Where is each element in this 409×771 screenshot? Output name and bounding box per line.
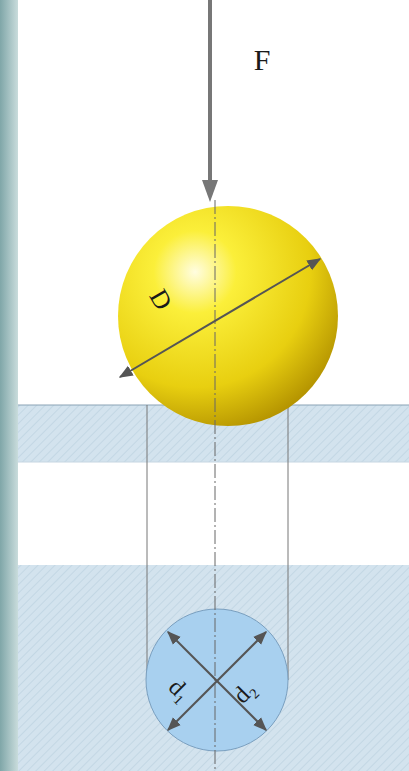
frame-strip [0, 0, 18, 771]
center-line [215, 200, 216, 771]
indenter-ball [118, 206, 338, 426]
force-label: F [254, 45, 271, 75]
force-arrow [208, 0, 212, 196]
specimen-top-view [18, 565, 409, 771]
indentation [146, 609, 288, 751]
diameter-arrow [120, 259, 320, 377]
